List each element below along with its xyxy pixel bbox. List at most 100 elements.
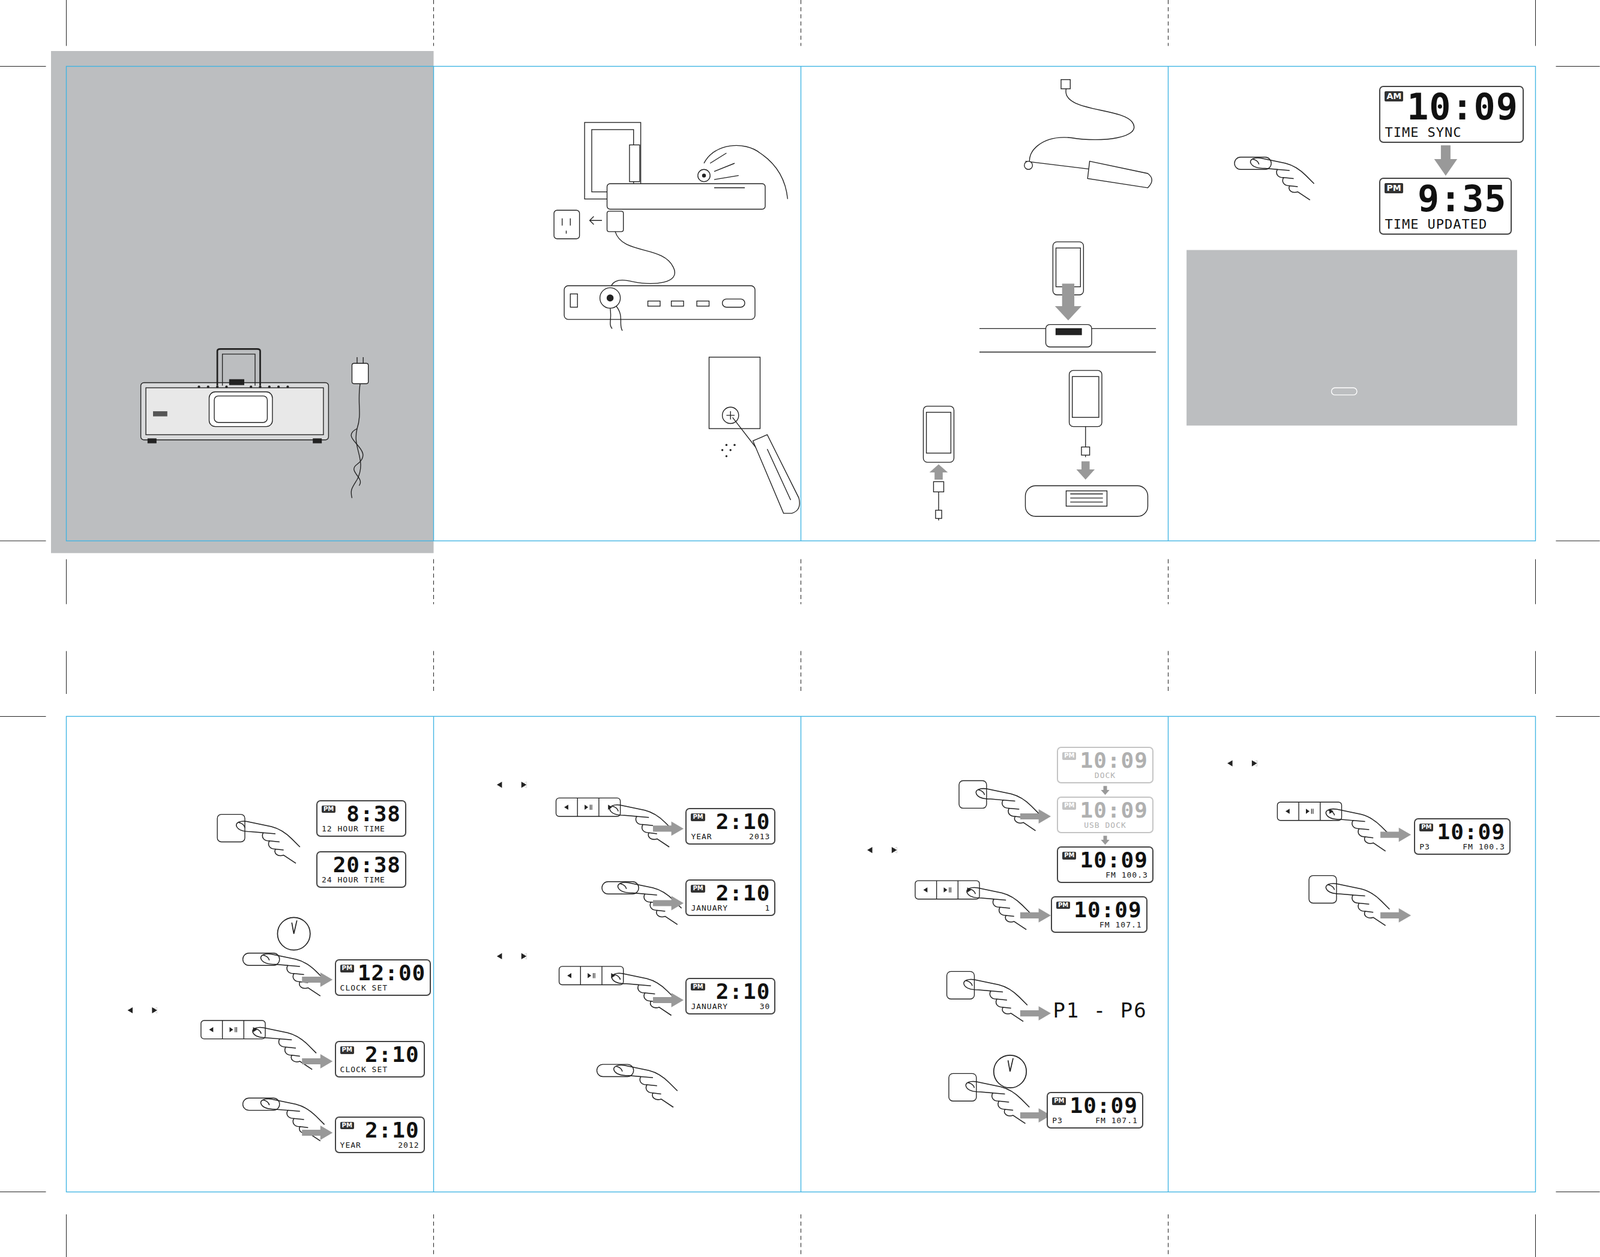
usb-cable-drawing: [1066, 490, 1108, 507]
crop-marks: [1556, 1191, 1600, 1192]
dock-connector-drawing: [1056, 247, 1081, 287]
display-bottom-row: YEAR2012: [340, 1140, 420, 1150]
instruction-illustration: [559, 966, 624, 985]
lcd-caption: CLOCK SET: [340, 1065, 388, 1075]
speaker-dock-drawing: [286, 385, 289, 388]
speaker-dock-drawing: [216, 385, 219, 388]
speaker-dock-drawing: [207, 385, 210, 388]
usb-cable-drawing: [935, 510, 942, 519]
lcd-display: PM2:10JANUARY1: [685, 879, 776, 916]
battery-setup-drawing: [610, 231, 676, 292]
lcd-digits: 8:38: [339, 803, 401, 825]
instruction-illustration: [948, 1073, 977, 1101]
lcd-digits: 2:10: [708, 980, 771, 1003]
instruction-illustration: [1325, 883, 1390, 926]
lcd-display: PM8:3812 HOUR TIME: [316, 800, 407, 837]
am-pm-badge: PM: [340, 1121, 355, 1130]
display-bottom-row: JANUARY1: [690, 903, 770, 913]
power-adapter-drawing: [357, 357, 364, 364]
instruction-illustration: [993, 1055, 1027, 1088]
lcd-display: PM12:00CLOCK SET: [334, 959, 432, 996]
crop-marks: [800, 559, 802, 605]
arrow-head: [1434, 159, 1458, 176]
battery-door-drawing: [721, 444, 736, 458]
instruction-illustration: [1380, 827, 1411, 843]
display-bottom-row: FM 107.1: [1056, 920, 1143, 930]
instruction-illustration: [867, 846, 897, 853]
instruction-illustration: [965, 1081, 1030, 1124]
display-top-row: PM10:09: [1419, 821, 1506, 843]
instruction-illustration: [1325, 809, 1390, 852]
lcd-caption: TIME SYNC: [1384, 124, 1462, 140]
crop-marks: [0, 540, 47, 541]
note-panel: [1186, 250, 1518, 426]
battery-door-drawing: [753, 434, 800, 514]
display-top-row: PM10:09: [1062, 749, 1149, 772]
instruction-illustration: [301, 1125, 333, 1140]
speaker-dock-drawing: [268, 385, 271, 388]
lcd-caption: YEAR: [690, 832, 712, 842]
crop-marks: [66, 559, 67, 605]
speaker-dock-drawing: [222, 354, 256, 386]
instruction-illustration: [301, 972, 333, 987]
am-pm-badge: PM: [1052, 1097, 1066, 1105]
battery-door-drawing: [766, 448, 791, 500]
power-adapter-drawing: [351, 428, 364, 486]
crop-marks: [800, 1214, 802, 1257]
lcd-caption: 24 HOUR TIME: [321, 875, 386, 885]
usb-cable-drawing: [929, 464, 949, 481]
lcd-display: AM10:09TIME SYNC: [1379, 85, 1524, 143]
display-bottom-row: USB DOCK: [1062, 821, 1149, 831]
lcd-display: 20:3824 HOUR TIME: [316, 851, 407, 888]
usb-cable-drawing: [1076, 460, 1096, 480]
battery-setup-drawing: [697, 169, 710, 182]
lcd-digits: 2:10: [357, 1043, 420, 1066]
lcd-digits: 10:09: [1436, 821, 1505, 843]
battery-door-drawing: [733, 444, 736, 446]
instruction-illustration: [959, 780, 987, 809]
am-pm-badge: PM: [690, 813, 705, 822]
crop-marks: [1556, 540, 1600, 541]
display-top-row: PM10:09: [1062, 799, 1149, 822]
am-pm-badge: PM: [1419, 823, 1434, 832]
lcd-digits: 9:35: [1406, 180, 1507, 217]
instruction-illustration: [201, 1020, 266, 1039]
instruction-illustration: [652, 992, 684, 1008]
lcd-caption: TIME UPDATED: [1384, 216, 1488, 232]
lcd-digits: 10:09: [1079, 799, 1148, 822]
lcd-caption: CLOCK SET: [340, 983, 388, 993]
battery-setup-drawing: [589, 216, 602, 225]
instruction-illustration: [652, 821, 684, 837]
battery-door-drawing: [725, 454, 728, 457]
antenna-drawing: [1024, 161, 1033, 170]
display-bottom-row: P3FM 100.3: [1419, 842, 1506, 852]
lcd-digits: 10:09: [1069, 1094, 1138, 1117]
instruction-illustration: [1250, 157, 1315, 200]
am-pm-badge: PM: [1062, 851, 1077, 860]
speaker-dock-drawing: [258, 385, 262, 388]
speaker-dock-drawing: [153, 411, 168, 417]
lcd-caption: 12 HOUR TIME: [321, 824, 386, 834]
dock-connector-drawing: [1046, 324, 1093, 347]
speaker-dock-drawing: [277, 385, 280, 388]
display-top-row: PM2:10: [690, 810, 770, 833]
flow-arrow: [1100, 835, 1110, 845]
lcd-digits: 2:10: [708, 882, 771, 904]
arrow-head: [1100, 839, 1110, 845]
crop-marks: [433, 559, 434, 605]
antenna-drawing: [1029, 88, 1134, 166]
instruction-illustration: [301, 1053, 333, 1069]
display-bottom-row: CLOCK SET: [340, 1065, 420, 1075]
lcd-caption: USB DOCK: [1083, 821, 1127, 831]
instruction-illustration: [947, 971, 975, 999]
am-pm-badge: PM: [1056, 901, 1071, 910]
button-icon: [1331, 387, 1358, 395]
lcd-display: PM10:09P3FM 107.1: [1046, 1091, 1144, 1129]
lcd-caption: FM 100.3: [1105, 870, 1149, 880]
lcd-display: PM10:09P3FM 100.3: [1413, 818, 1511, 855]
display-bottom-row: FM 100.3: [1062, 870, 1149, 880]
display-bottom-row: CLOCK SET: [340, 983, 427, 993]
lcd-digits: 20:38: [321, 854, 401, 876]
battery-setup-drawing: [696, 301, 709, 307]
